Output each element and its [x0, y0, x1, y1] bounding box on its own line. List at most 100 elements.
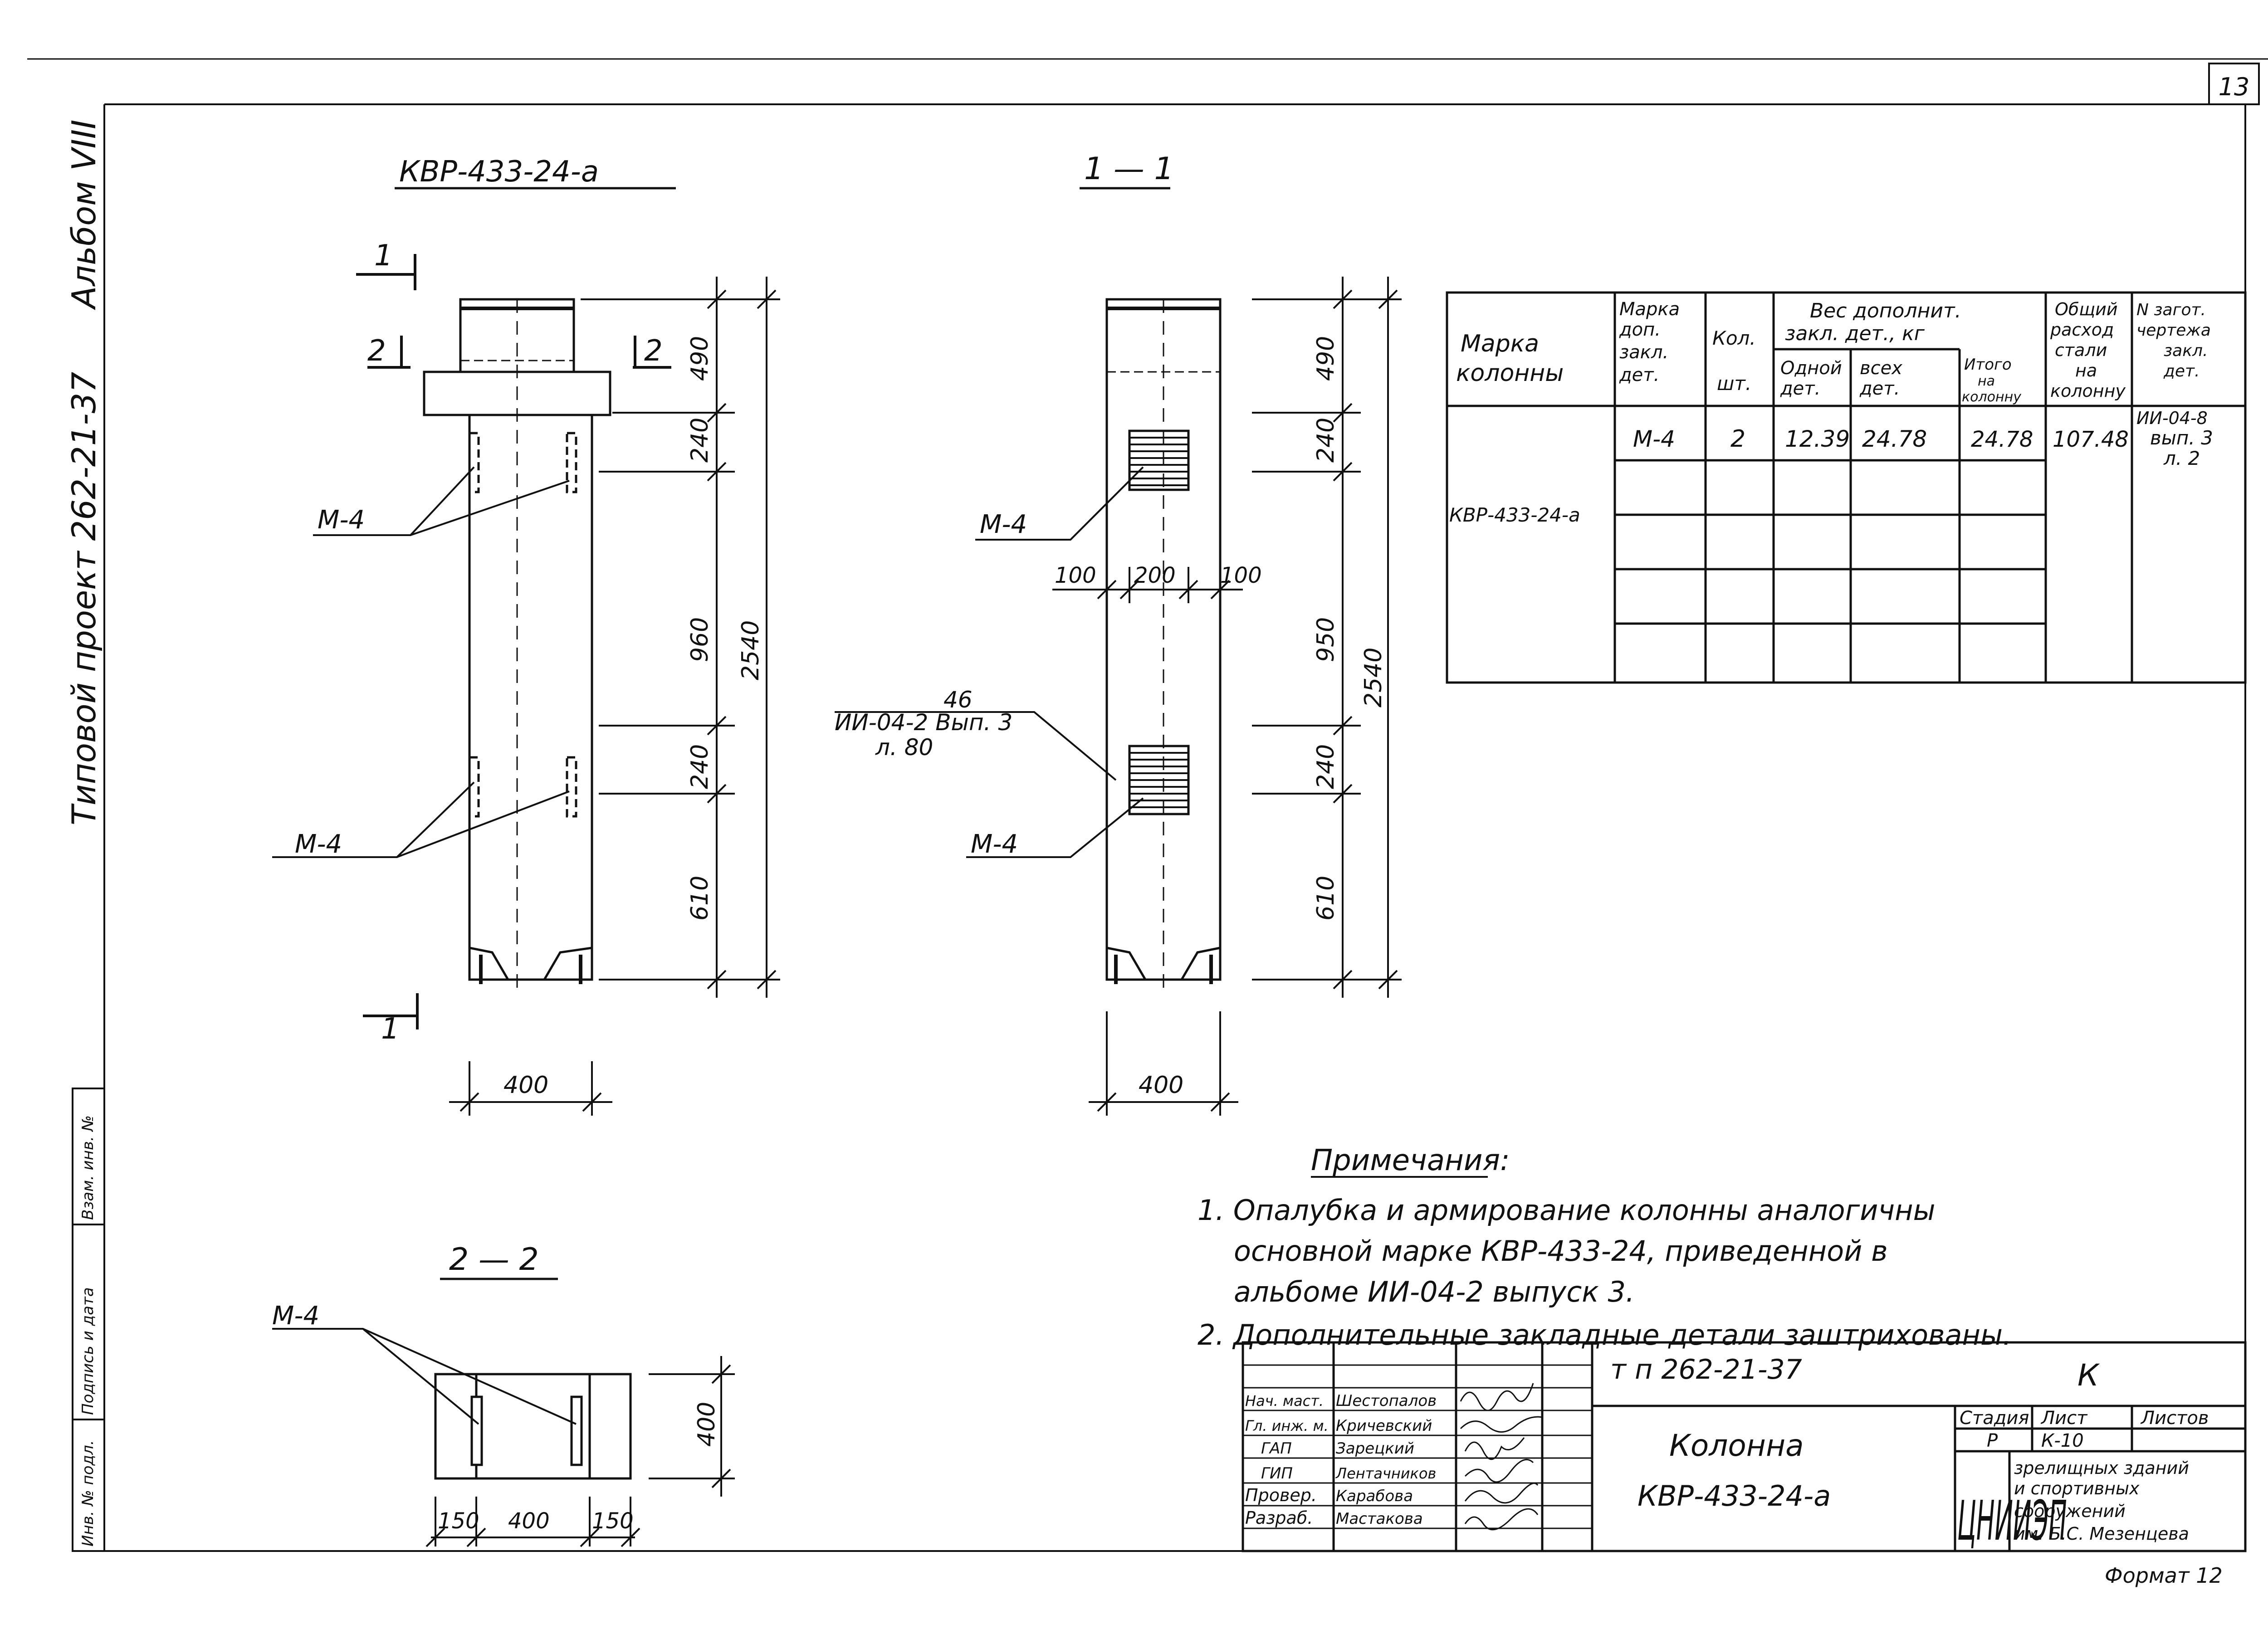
- staff-role-3: ГАП: [1261, 1439, 1292, 1458]
- section-1-1-dim-2: 240: [1312, 418, 1339, 463]
- th-col2-l1: Марка: [1619, 299, 1680, 320]
- notes: Примечания: 1. Опалубка и армирование ко…: [1198, 1144, 2012, 1351]
- front-view-title: КВР-433-24-а: [399, 155, 599, 189]
- th-col5-l1: Общий: [2055, 299, 2118, 319]
- section-2-2-callout: М-4: [272, 1301, 319, 1331]
- staff-role-1: Нач. маст.: [1245, 1392, 1324, 1410]
- th-col4-group-l1: Вес дополнит.: [1810, 299, 1961, 322]
- staff-role-5: Провер.: [1245, 1485, 1317, 1505]
- section-1-1-hdim-2: 200: [1134, 563, 1176, 588]
- th-col6-l1: N загот.: [2136, 301, 2206, 319]
- section-1-1-dim-total: 2540: [1360, 648, 1387, 707]
- th-col6-l4: дет.: [2163, 362, 2200, 380]
- th-col4c-l2: на: [1978, 373, 1995, 389]
- cell-weight-all: 24.78: [1862, 426, 1927, 452]
- organization-logo: ЦНИИЭП: [1957, 1489, 2067, 1552]
- staff-name-5: Карабова: [1336, 1487, 1413, 1505]
- front-dim-2: 240: [686, 418, 714, 463]
- signatures: [1460, 1383, 1543, 1531]
- cell-drawing-ref-l3: л. 2: [2163, 447, 2200, 469]
- stage-header-sheet: Лист: [2040, 1408, 2088, 1429]
- th-col5-l4: на: [2075, 361, 2097, 380]
- th-col2-l3: закл.: [1619, 342, 1668, 363]
- th-col4a-l1: Одной: [1780, 358, 1842, 379]
- ref-line-2: ИИ-04-2 Вып. 3: [835, 709, 1012, 736]
- stage-header-sheets: Листов: [2140, 1408, 2209, 1429]
- title-letter: К: [2077, 1358, 2100, 1393]
- ref-line-3: л. 80: [875, 734, 933, 761]
- th-col4b-l1: всех: [1860, 358, 1902, 379]
- front-callout-m4-top: М-4: [318, 505, 365, 535]
- section-mark-1-bottom: 1: [381, 1012, 400, 1046]
- notes-heading: Примечания:: [1311, 1144, 1510, 1177]
- front-dim-3: 960: [686, 617, 714, 662]
- organization-l1: зрелищных зданий: [2014, 1458, 2189, 1478]
- stage-value-sheet: К-10: [2041, 1430, 2084, 1451]
- stage-header-stage: Стадия: [1960, 1408, 2029, 1429]
- th-col2-l2: доп.: [1619, 319, 1661, 340]
- th-col6-l3: закл.: [2164, 341, 2208, 360]
- cell-qty: 2: [1730, 425, 1745, 453]
- section-2-2-hdim-3: 150: [592, 1508, 634, 1534]
- section-1-1-dim-1: 490: [1312, 336, 1339, 381]
- cell-drawing-ref-l1: ИИ-04-8: [2136, 408, 2208, 428]
- th-col4a-l2: дет.: [1780, 378, 1820, 399]
- section-1-1-hdim-1: 100: [1055, 563, 1096, 588]
- th-col1-l2: колонны: [1456, 360, 1564, 387]
- staff-name-2: Кричевский: [1336, 1417, 1432, 1435]
- organization-l2: и спортивных: [2014, 1478, 2140, 1498]
- section-2-2-title: 2 — 2: [449, 1242, 539, 1278]
- notes-line-2: основной марке КВР-433-24, приведенной в: [1234, 1234, 1888, 1268]
- drawing-title: Колонна: [1669, 1428, 1804, 1463]
- staff-name-1: Шестопалов: [1336, 1392, 1437, 1410]
- staff-name-3: Зарецкий: [1336, 1439, 1414, 1458]
- spec-table: Марка колонны Марка доп. закл. дет. Кол.…: [1446, 291, 2247, 684]
- th-col5-l3: стали: [2055, 340, 2107, 360]
- organization-l4: им. Б.С. Мезенцева: [2014, 1524, 2189, 1544]
- th-col4-group-l2: закл. дет., кг: [1785, 322, 1925, 345]
- side-stamp-inv: Инв. № подл.: [79, 1440, 97, 1546]
- section-mark-2-right: 2: [644, 334, 663, 368]
- cell-detail-mark: М-4: [1633, 426, 1675, 452]
- notes-line-4: 2. Дополнительные закладные детали заштр…: [1198, 1318, 2012, 1351]
- front-dim-width: 400: [503, 1072, 548, 1099]
- ref-line-1: 46: [943, 687, 973, 713]
- side-title-album: Альбом VIII: [65, 120, 103, 310]
- section-2-2-hdim-1: 150: [438, 1508, 479, 1534]
- staff-role-2: Гл. инж. м.: [1245, 1417, 1329, 1434]
- section-2-2-dim-height: 400: [693, 1402, 720, 1447]
- front-view: КВР-433-24-а 1 2 2 М-4: [272, 155, 780, 1116]
- section-1-1-dim-width: 400: [1139, 1072, 1183, 1099]
- th-col6-l2: чертежа: [2136, 321, 2211, 340]
- hatched-plate-top: [1128, 429, 1190, 491]
- cell-total-per-column: 24.78: [1971, 427, 2033, 452]
- format-label: Формат 12: [2105, 1563, 2223, 1588]
- drawing-mark: КВР-433-24-а: [1637, 1479, 1831, 1512]
- side-stamp-replace: Взам. инв. №: [79, 1115, 97, 1220]
- staff-role-4: ГИП: [1261, 1464, 1293, 1483]
- th-col3-l1: Кол.: [1712, 327, 1756, 349]
- section-mark-1-top: 1: [374, 239, 393, 273]
- cell-weight-one: 12.39: [1785, 426, 1850, 452]
- section-1-1-callout-top: М-4: [980, 510, 1027, 539]
- section-1-1-callout-bottom: М-4: [971, 829, 1018, 859]
- stage-value-stage: Р: [1987, 1430, 1998, 1451]
- staff-role-6: Разраб.: [1245, 1508, 1313, 1528]
- side-stamp-sign: Подпись и дата: [79, 1287, 97, 1415]
- project-code: т п 262-21-37: [1610, 1354, 1802, 1385]
- section-1-1-dim-4: 240: [1312, 744, 1339, 789]
- front-callout-m4-bottom: М-4: [295, 829, 342, 859]
- th-col4b-l2: дет.: [1859, 378, 1900, 399]
- notes-line-3: альбоме ИИ-04-2 выпуск 3.: [1234, 1275, 1635, 1308]
- th-col5-l5: колонну: [2050, 381, 2126, 401]
- th-col5-l2: расход: [2050, 320, 2114, 340]
- section-2-2-plate-left: [470, 1395, 483, 1466]
- sheet-number: 13: [2219, 73, 2250, 101]
- front-dim-1: 490: [686, 336, 714, 381]
- notes-line-1: 1. Опалубка и армирование колонны аналог…: [1198, 1194, 1936, 1227]
- table-row: КВР-433-24-а М-4 2 12.39 24.78 24.78 107…: [1449, 408, 2213, 526]
- section-1-1-dim-3: 950: [1312, 617, 1339, 662]
- th-col3-l2: шт.: [1717, 372, 1751, 395]
- cell-column-mark: КВР-433-24-а: [1449, 504, 1580, 526]
